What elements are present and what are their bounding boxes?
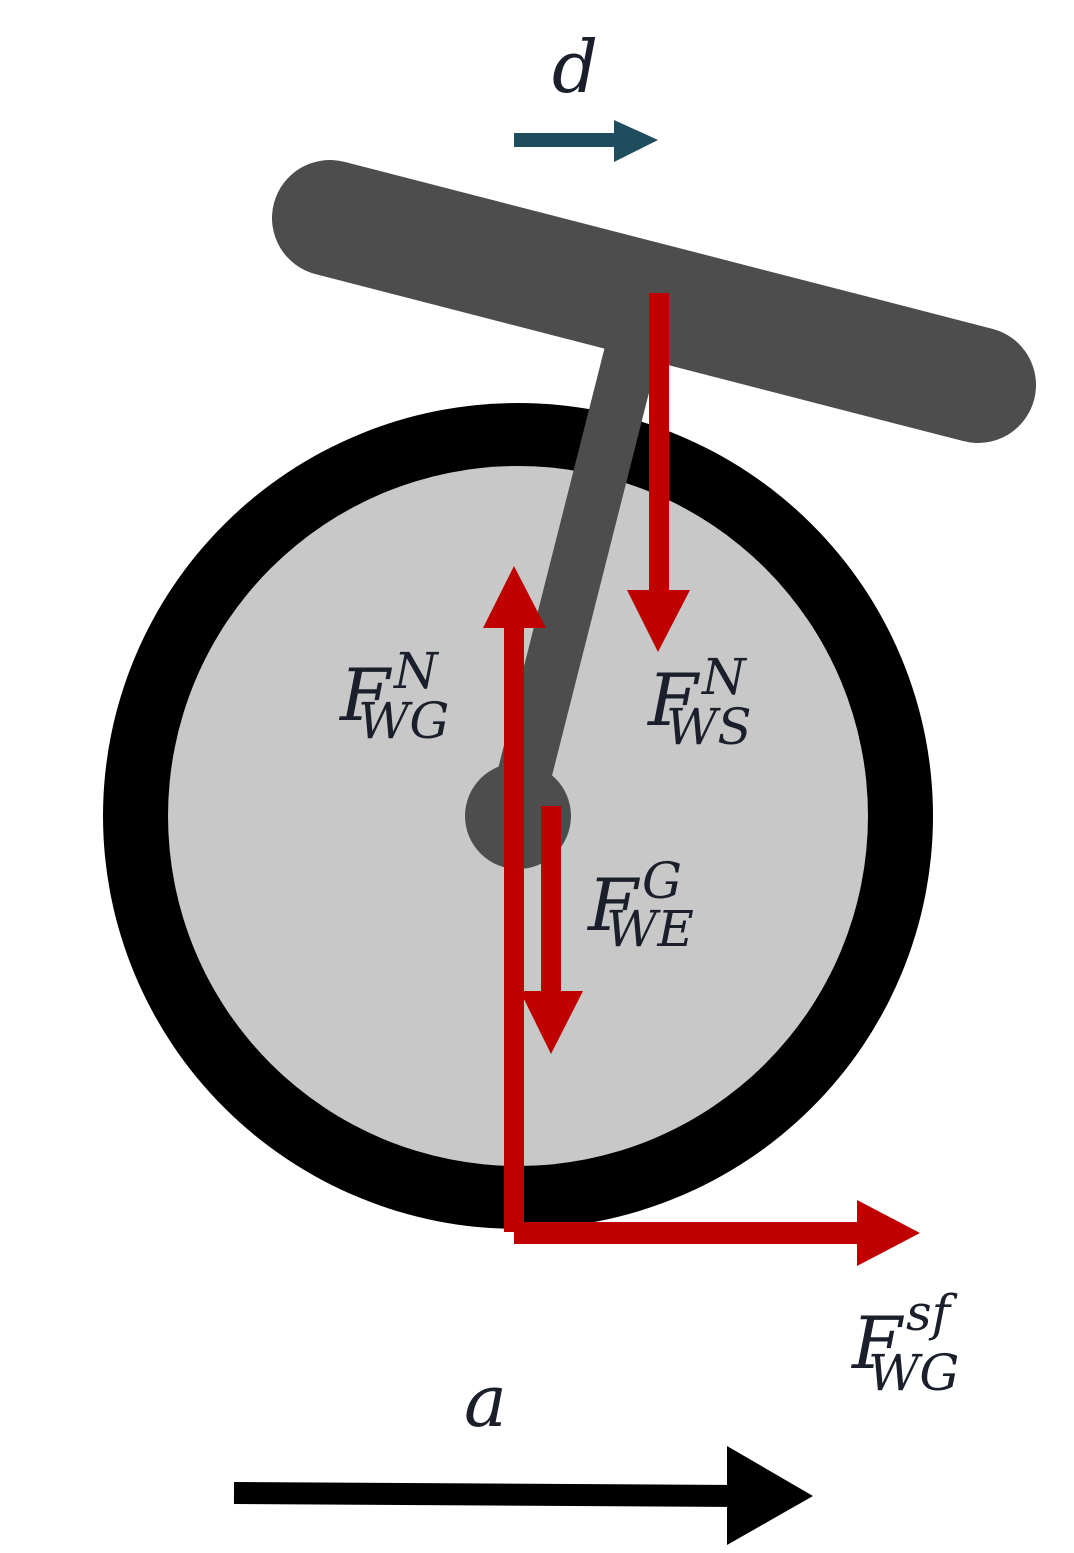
label-f-ws-n: F N WS [646,648,752,756]
label-a: a [464,1359,507,1443]
force-arrow-f-ws-n [627,293,690,652]
label-f-we-g: F G WE [586,852,694,958]
force-arrow-f-wg-n [483,566,546,1232]
a-arrow [233,1446,813,1545]
d-arrow [514,120,658,162]
frame-strut [491,323,664,807]
label-f-wg-sf: F sf WG [850,1284,959,1402]
force-arrow-f-we-g [520,806,583,1054]
force-arrow-f-wg-sf [514,1200,920,1266]
label-d: d [552,25,598,109]
label-f-wg-n: F N WG [338,642,449,750]
